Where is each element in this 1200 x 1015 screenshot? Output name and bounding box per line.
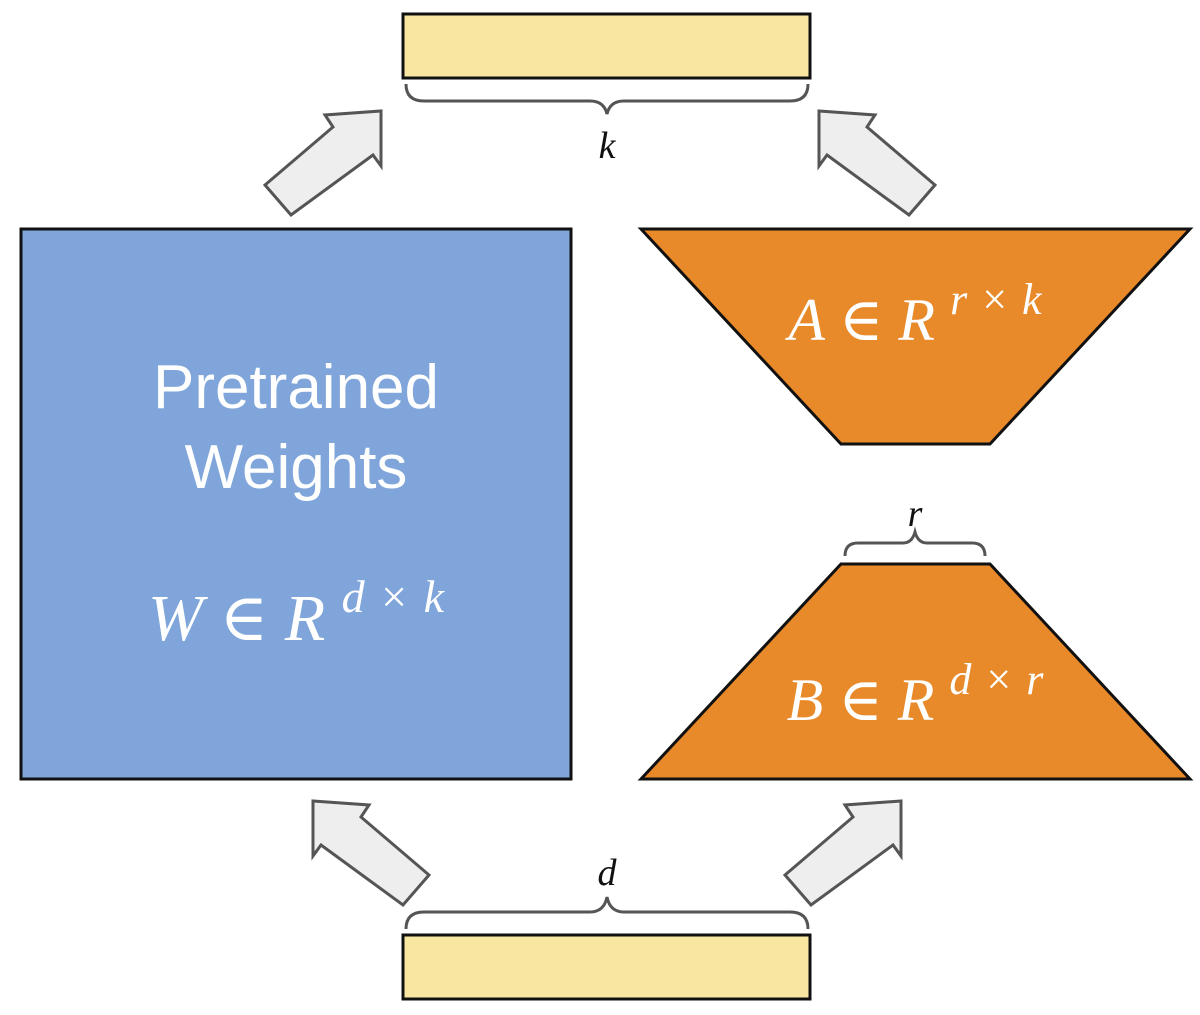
output-vector bbox=[401, 12, 812, 80]
matrix-b-formula-op: ∈ bbox=[838, 667, 882, 733]
weights-title-line2: Weights bbox=[185, 433, 408, 502]
pretrained-weights-block bbox=[19, 227, 573, 781]
matrix-a-formula-set: R bbox=[897, 287, 935, 353]
matrix-a-formula-sup-a: r bbox=[950, 275, 968, 324]
matrix-a-formula-times: × bbox=[982, 275, 1007, 324]
output-dimension-label: k bbox=[599, 125, 617, 167]
matrix-a-formula-var: A bbox=[784, 287, 825, 353]
rank-dimension-label: r bbox=[908, 493, 923, 535]
weights-formula-times: × bbox=[381, 571, 407, 622]
matrix-a-trapezoid bbox=[637, 227, 1194, 446]
input-vector bbox=[401, 933, 812, 1001]
weights-formula-op: ∈ bbox=[219, 582, 268, 655]
arrow-a-to-output bbox=[817, 109, 938, 218]
rank-dimension-brace bbox=[843, 526, 987, 557]
weights-formula-var: W bbox=[148, 582, 208, 655]
matrix-a-formula: A ∈ R r × k bbox=[784, 261, 1043, 353]
weights-title-line1: Pretrained bbox=[153, 353, 439, 422]
matrix-b-trapezoid bbox=[637, 562, 1194, 781]
matrix-b-formula-var: B bbox=[787, 667, 824, 733]
output-dimension-brace bbox=[404, 83, 810, 115]
arrow-weights-to-output bbox=[262, 109, 383, 218]
weights-formula-sup-a: d bbox=[342, 571, 366, 622]
input-dimension-label: d bbox=[598, 852, 618, 894]
matrix-b-formula-set: R bbox=[897, 667, 935, 733]
weights-formula-sup-b: k bbox=[424, 571, 446, 622]
matrix-a-formula-sup-b: k bbox=[1022, 275, 1043, 324]
matrix-b-formula-sup-b: r bbox=[1026, 655, 1044, 704]
matrix-b-formula-times: × bbox=[986, 655, 1011, 704]
arrow-input-to-b bbox=[782, 799, 903, 908]
arrow-input-to-weights bbox=[311, 799, 432, 908]
input-dimension-brace bbox=[404, 896, 810, 930]
weights-formula-set: R bbox=[284, 582, 325, 655]
matrix-b-formula: B ∈ R d × r bbox=[787, 641, 1045, 733]
matrix-b-formula-sup-a: d bbox=[949, 655, 972, 704]
weights-formula: W ∈ R d × k bbox=[148, 554, 446, 655]
matrix-a-formula-op: ∈ bbox=[839, 287, 883, 353]
